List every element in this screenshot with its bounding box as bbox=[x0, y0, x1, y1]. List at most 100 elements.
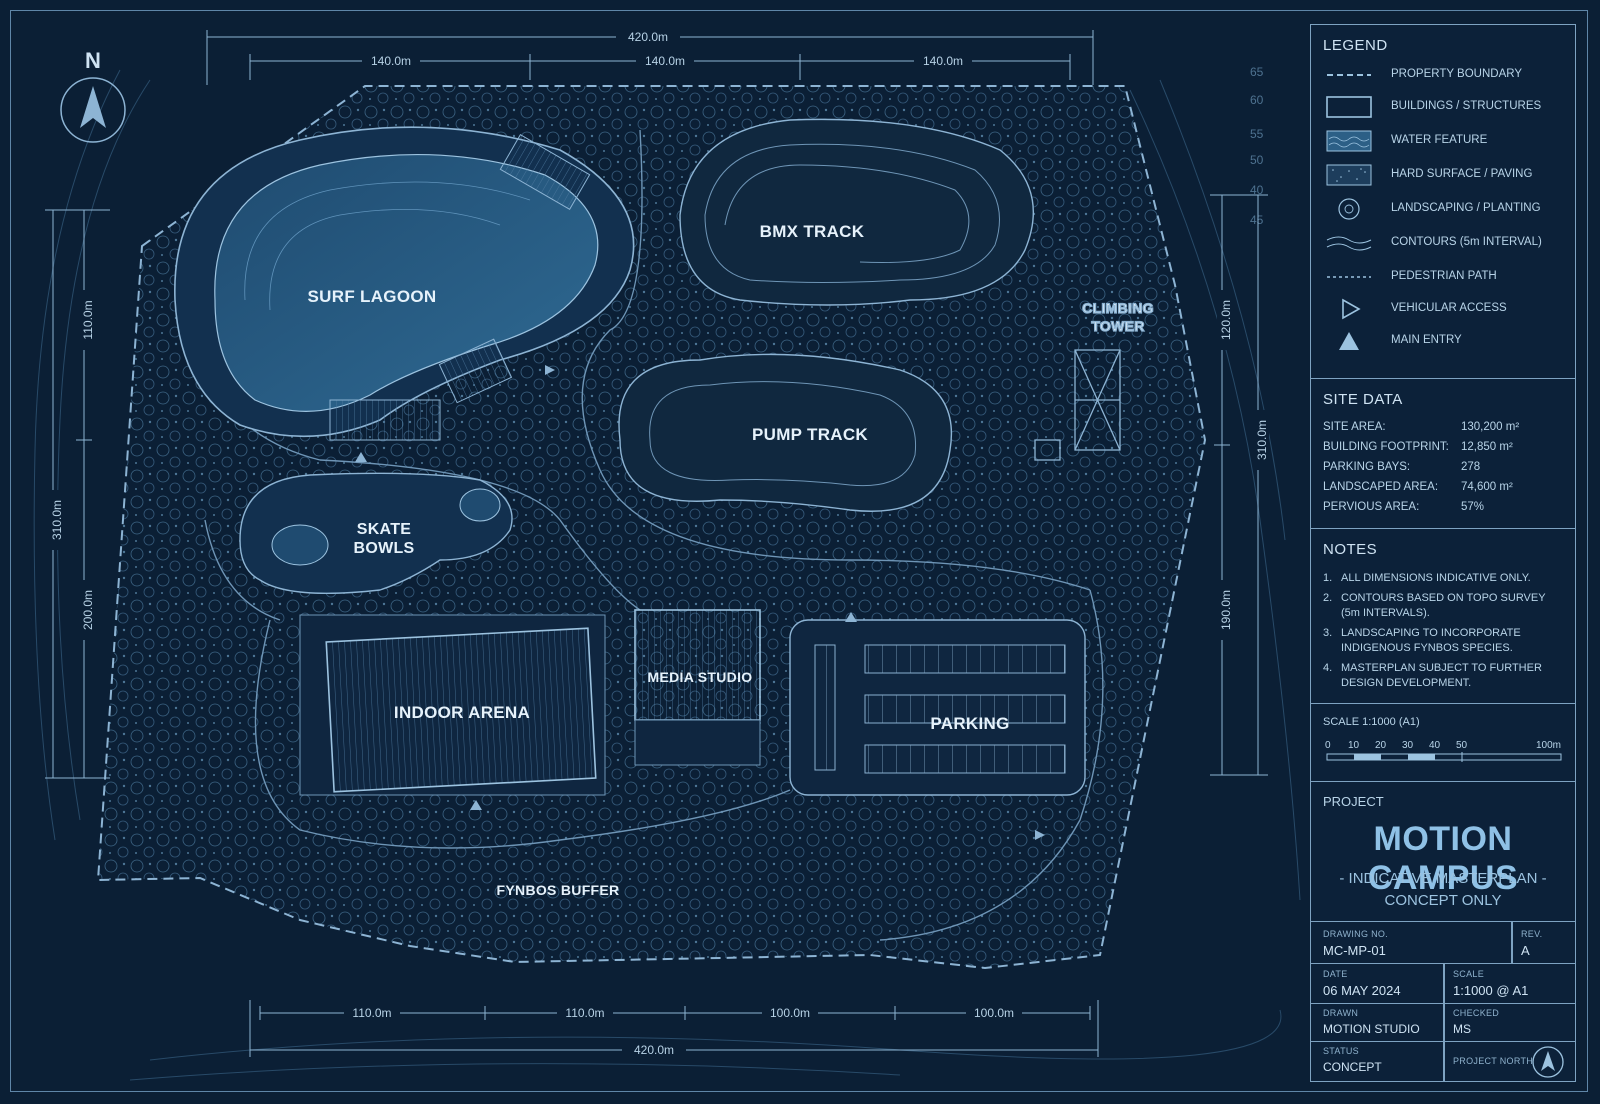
dimension-label: 190.0m bbox=[1219, 590, 1233, 630]
bmx-track: BMX TRACK bbox=[679, 118, 1034, 306]
scale-value: 1:1000 @ A1 bbox=[1453, 983, 1529, 998]
media-studio-label: MEDIA STUDIO bbox=[648, 669, 753, 685]
site-data-key: PARKING BAYS: bbox=[1323, 461, 1411, 473]
entry-markers bbox=[355, 365, 1045, 840]
note-item: 3.LANDSCAPING TO INCORPORATE INDIGENOUS … bbox=[1323, 626, 1563, 656]
dimension-label: 100.0m bbox=[974, 1006, 1014, 1020]
checked-value: MS bbox=[1453, 1022, 1471, 1036]
property-boundary bbox=[96, 85, 1207, 970]
tree-icon bbox=[1338, 198, 1360, 220]
site-data-row: SITE AREA: 130,200 m² bbox=[1323, 421, 1519, 433]
site-data-key: SITE AREA: bbox=[1323, 421, 1386, 433]
site-data-value: 130,200 m² bbox=[1461, 421, 1520, 433]
rev-label: REV. bbox=[1521, 929, 1543, 939]
site-data-key: BUILDING FOOTPRINT: bbox=[1323, 441, 1449, 453]
legend-item: VEHICULAR ACCESS bbox=[1311, 297, 1575, 327]
triangle-right-icon bbox=[1342, 298, 1361, 320]
contour-label: 60 bbox=[1250, 93, 1264, 107]
notes-section: NOTES 1.ALL DIMENSIONS INDICATIVE ONLY. … bbox=[1311, 529, 1575, 704]
note-number: 1. bbox=[1323, 572, 1333, 584]
scale-bar-section: SCALE 1:1000 (A1) 0 10 20 30 40 50 100m bbox=[1311, 704, 1575, 782]
site-data-row: BUILDING FOOTPRINT:12,850 m² bbox=[1323, 441, 1513, 453]
surf-lagoon-label: SURF LAGOON bbox=[308, 287, 437, 306]
drawing-no-value: MC-MP-01 bbox=[1323, 943, 1386, 958]
scale-tick-label: 10 bbox=[1348, 740, 1360, 751]
legend-label: MAIN ENTRY bbox=[1391, 334, 1462, 346]
triangle-up-icon bbox=[1339, 332, 1359, 350]
north-label: N bbox=[85, 48, 101, 73]
site-data-key: PERVIOUS AREA: bbox=[1323, 501, 1420, 513]
scale-tick-label: 30 bbox=[1402, 740, 1414, 751]
legend-item: CONTOURS (5m INTERVAL) bbox=[1311, 231, 1575, 261]
note-text: LANDSCAPING TO INCORPORATE INDIGENOUS FY… bbox=[1341, 627, 1521, 654]
legend-label: WATER FEATURE bbox=[1391, 134, 1488, 146]
wave-rect-icon bbox=[1326, 130, 1372, 152]
stipple-rect-icon bbox=[1326, 164, 1372, 186]
dimension-label: 420.0m bbox=[634, 1043, 674, 1057]
site-data-row: PARKING BAYS:278 bbox=[1323, 461, 1480, 473]
date-row: DATE 06 MAY 2024 SCALE 1:1000 @ A1 bbox=[1311, 964, 1575, 1004]
note-number: 2. bbox=[1323, 592, 1333, 604]
fynbos-buffer-label: FYNBOS BUFFER bbox=[497, 882, 620, 898]
dimension-label: 140.0m bbox=[923, 54, 963, 68]
project-name: MOTION CAMPUS bbox=[1367, 820, 1519, 897]
climbing-tower-label: TOWER bbox=[1091, 318, 1144, 334]
checked-label: CHECKED bbox=[1453, 1008, 1500, 1018]
scale-tick-label: 0 bbox=[1325, 740, 1331, 751]
scale-title: SCALE 1:1000 (A1) bbox=[1323, 716, 1420, 728]
legend-item: LANDSCAPING / PLANTING bbox=[1311, 197, 1575, 227]
project-subtitle: CONCEPT ONLY bbox=[1384, 892, 1502, 909]
legend-label: PEDESTRIAN PATH bbox=[1391, 270, 1497, 282]
dimension-label: 140.0m bbox=[371, 54, 411, 68]
scale-tick-label: 100m bbox=[1536, 740, 1561, 751]
dimension-label: 110.0m bbox=[565, 1006, 604, 1020]
note-item: 1.ALL DIMENSIONS INDICATIVE ONLY. bbox=[1323, 571, 1563, 586]
dimension-label: 110.0m bbox=[352, 1006, 391, 1020]
pump-track-label: PUMP TRACK bbox=[752, 425, 868, 444]
status-label: STATUS bbox=[1323, 1046, 1359, 1056]
drawing-no-label: DRAWING NO. bbox=[1323, 929, 1388, 939]
contour-label: 50 bbox=[1250, 153, 1264, 167]
project-subtitle: - INDICATIVE MASTERPLAN - bbox=[1339, 870, 1547, 887]
dimension-labels: 420.0m 140.0m 140.0m 140.0m 420.0m 110.0… bbox=[48, 29, 1269, 1058]
rectangle-icon bbox=[1326, 96, 1372, 118]
dashed-line-icon bbox=[1327, 74, 1371, 76]
contour-label: 45 bbox=[1250, 213, 1264, 227]
site-data-section: SITE DATA SITE AREA: 130,200 m² BUILDING … bbox=[1311, 379, 1575, 529]
bmx-track-label: BMX TRACK bbox=[760, 222, 865, 241]
parking-label: PARKING bbox=[930, 714, 1009, 733]
contour-label: 65 bbox=[1250, 65, 1264, 79]
site-data-row: PERVIOUS AREA: 57% bbox=[1323, 501, 1484, 513]
legend-label: PROPERTY BOUNDARY bbox=[1391, 68, 1523, 80]
site-data-value: 57% bbox=[1461, 501, 1485, 513]
drawing-no-row: DRAWING NO. MC-MP-01 REV. A bbox=[1311, 922, 1575, 964]
contour-lines-icon bbox=[1326, 236, 1372, 251]
site-data-value: 74,600 m² bbox=[1461, 481, 1513, 493]
status-row: STATUS CONCEPT PROJECT NORTH bbox=[1311, 1042, 1575, 1081]
north-arrow-icon: N bbox=[60, 48, 126, 143]
legend-label: HARD SURFACE / PAVING bbox=[1391, 168, 1533, 180]
skate-bowls: SKATE BOWLS bbox=[239, 472, 513, 595]
legend-label: CONTOURS (5m INTERVAL) bbox=[1391, 236, 1542, 248]
legend-title: LEGEND bbox=[1323, 37, 1388, 54]
dimension-label: 420.0m bbox=[628, 30, 668, 44]
site-data-key: LANDSCAPED AREA: bbox=[1323, 481, 1439, 493]
note-text: MASTERPLAN SUBJECT TO FURTHER DESIGN DEV… bbox=[1341, 662, 1542, 689]
rev-value: A bbox=[1521, 943, 1530, 958]
scale-bar: 0 10 20 30 40 50 100m bbox=[1325, 740, 1562, 762]
pedestrian-paths bbox=[189, 129, 1104, 941]
climbing-tower: CLIMBING TOWER bbox=[1034, 299, 1154, 461]
scale-tick-label: 40 bbox=[1429, 740, 1441, 751]
contour-labels: 65 60 55 50 40 45 bbox=[1250, 65, 1264, 227]
indoor-arena: INDOOR ARENA bbox=[299, 614, 606, 796]
skate-bowls-label: SKATE bbox=[357, 521, 412, 538]
note-text: CONTOURS BASED ON TOPO SURVEY (5m INTERV… bbox=[1341, 592, 1546, 619]
scale-tick-label: 50 bbox=[1456, 740, 1468, 751]
project-north-icon bbox=[1532, 1046, 1564, 1078]
project-north-label: PROJECT NORTH bbox=[1453, 1056, 1534, 1066]
note-item: 4.MASTERPLAN SUBJECT TO FURTHER DESIGN D… bbox=[1323, 661, 1563, 691]
site-data-title: SITE DATA bbox=[1323, 391, 1403, 408]
note-item: 2. CONTOURS BASED ON TOPO SURVEY (5m INTE… bbox=[1323, 591, 1563, 621]
site-data-row: LANDSCAPED AREA: 74,600 m² bbox=[1323, 481, 1513, 493]
